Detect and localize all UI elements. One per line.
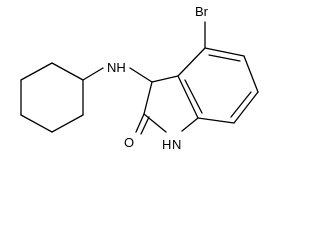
bond-c3-c3a bbox=[151, 75, 179, 83]
bond-cy-3 bbox=[51, 114, 84, 133]
lactam-n-label: N bbox=[172, 137, 181, 152]
molecule-canvas: Br NH H N O bbox=[20, 4, 259, 152]
amine-label: NH bbox=[107, 60, 126, 75]
bromine-label: Br bbox=[195, 4, 209, 19]
bond-bz-5 bbox=[233, 91, 259, 124]
bond-c2-n1 bbox=[143, 113, 167, 133]
bond-bz-6 bbox=[197, 117, 235, 124]
structure-diagram: Br NH H N O bbox=[20, 4, 259, 152]
cyclohexane-ring bbox=[20, 62, 84, 133]
bond-bz-inner-1 bbox=[208, 54, 241, 62]
carbonyl-o-label: O bbox=[124, 135, 134, 150]
lactam-ring bbox=[143, 75, 199, 133]
bond-bz-1 bbox=[177, 75, 199, 119]
bond-bz-4 bbox=[243, 55, 259, 93]
bond-c2-o-1 bbox=[135, 113, 145, 133]
carbonyl-double-bond bbox=[135, 113, 150, 135]
lactam-h-label: H bbox=[162, 137, 171, 152]
bond-cy-4 bbox=[20, 114, 53, 133]
bond-cy-1 bbox=[51, 62, 84, 81]
bond-bz-3 bbox=[204, 47, 245, 57]
benzene-ring bbox=[177, 47, 259, 124]
bond-c2-o-2 bbox=[140, 116, 150, 135]
bond-cy-6 bbox=[20, 62, 53, 81]
bond-nh-c3 bbox=[129, 67, 153, 83]
bond-bz-2 bbox=[177, 47, 206, 77]
bond-bz-inner-3 bbox=[184, 79, 203, 114]
bond-bz-inner-2 bbox=[230, 91, 252, 118]
bond-c3-c2 bbox=[143, 81, 153, 115]
bond-cyclohexyl-nh bbox=[82, 67, 104, 81]
bond-n1-c7a bbox=[181, 117, 199, 132]
